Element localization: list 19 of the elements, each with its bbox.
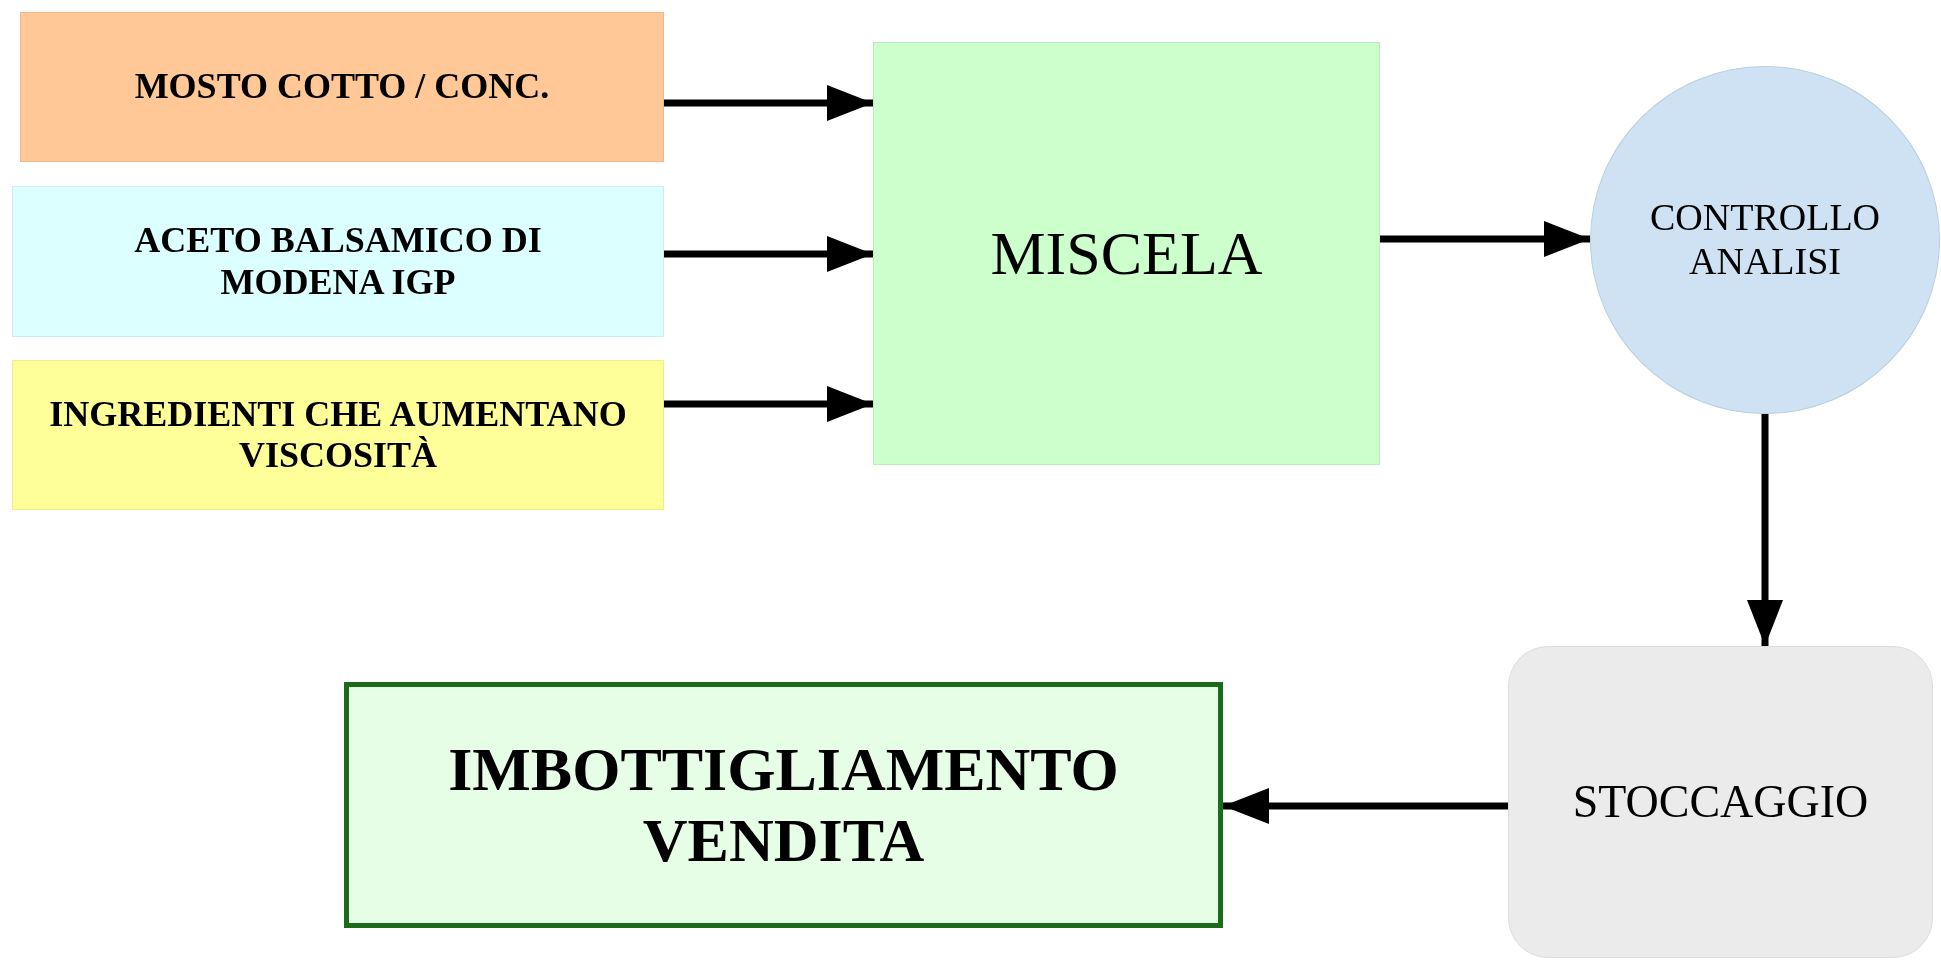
node-label: CONTROLLO ANALISI [1648,196,1882,284]
arrow [664,386,873,422]
process-box [344,682,1223,928]
node-label: INGREDIENTI CHE AUMENTANO VISCOSITÀ [48,393,628,477]
node-label: IMBOTTIGLIAMENTO VENDITA [447,733,1120,876]
arrow [664,85,873,121]
arrow [1380,221,1590,257]
node-label: ACETO BALSAMICO DI MODENA IGP [133,220,543,303]
arrow [1223,788,1508,824]
arrow [664,236,873,272]
node-label: MOSTO COTTO / CONC. [134,66,550,108]
process-box [873,42,1380,465]
input-box [20,12,664,162]
process-box [1508,646,1933,958]
node-label: STOCCAGGIO [1572,775,1869,829]
node-label: MISCELA [990,217,1263,289]
input-box [12,186,664,337]
input-box [12,360,664,510]
arrow [1747,414,1783,646]
